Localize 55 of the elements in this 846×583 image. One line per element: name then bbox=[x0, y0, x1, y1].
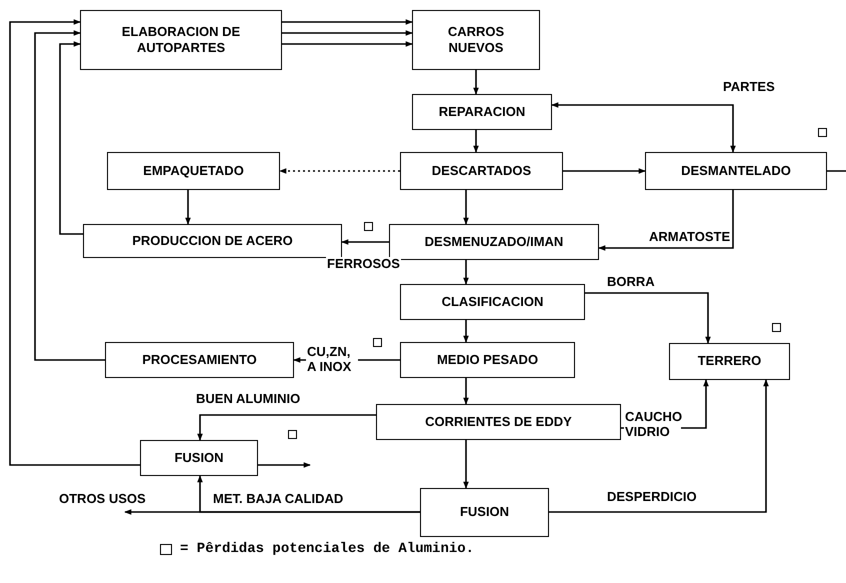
arrow bbox=[197, 475, 420, 513]
dotted-arrow bbox=[279, 168, 400, 174]
arrow bbox=[549, 379, 769, 513]
box-label: CORRIENTES DE EDDY bbox=[425, 414, 572, 430]
arrow bbox=[463, 260, 469, 285]
box-label: FUSION bbox=[460, 504, 510, 521]
process-box bbox=[105, 342, 294, 378]
arrow bbox=[341, 239, 389, 245]
arrow bbox=[282, 30, 413, 36]
arrow bbox=[258, 462, 311, 468]
box-label: FUSION bbox=[174, 450, 224, 466]
process-box bbox=[140, 440, 258, 476]
legend-text: = Pêrdidas potenciales de Aluminio. bbox=[180, 541, 474, 557]
process-box bbox=[389, 224, 599, 260]
process-box bbox=[645, 152, 827, 190]
box-label: PROCESAMIENTO bbox=[142, 352, 257, 368]
arrow bbox=[185, 190, 191, 225]
process-box bbox=[400, 342, 575, 378]
box-label: CARROS NUEVOS bbox=[446, 24, 506, 56]
arrow bbox=[473, 130, 479, 153]
arrow bbox=[282, 41, 413, 47]
process-box bbox=[400, 284, 585, 320]
process-box bbox=[420, 488, 549, 537]
arrow bbox=[197, 414, 376, 441]
arrow bbox=[473, 70, 479, 95]
arrow bbox=[59, 41, 83, 235]
box-label: PRODUCCION DE ACERO bbox=[132, 232, 293, 250]
process-box bbox=[669, 343, 790, 380]
box-label: DESMANTELADO bbox=[681, 162, 791, 180]
box-label: ELABORACION DE AUTOPARTES bbox=[120, 24, 242, 56]
box-label: REPARACION bbox=[438, 104, 526, 120]
arrow bbox=[551, 102, 736, 153]
box-label: TERRERO bbox=[698, 353, 762, 370]
process-box bbox=[412, 10, 540, 70]
process-box bbox=[80, 10, 282, 70]
box-label: DESMENUZADO/IMAN bbox=[424, 234, 564, 250]
arrow bbox=[585, 292, 711, 344]
box-label: CLASIFICACION bbox=[442, 294, 544, 310]
arrow bbox=[463, 378, 469, 405]
process-box bbox=[400, 152, 563, 190]
box-label: EMPAQUETADO bbox=[143, 162, 244, 180]
box-label: MEDIO PESADO bbox=[436, 352, 538, 368]
arrow bbox=[463, 440, 469, 489]
process-box bbox=[376, 404, 621, 440]
process-box bbox=[412, 94, 552, 130]
arrow bbox=[282, 19, 413, 25]
arrow bbox=[563, 168, 646, 174]
arrow bbox=[463, 190, 469, 225]
process-box bbox=[83, 224, 342, 258]
arrow bbox=[9, 19, 140, 466]
arrow bbox=[463, 320, 469, 343]
process-box bbox=[107, 152, 280, 190]
box-label: DESCARTADOS bbox=[432, 162, 532, 180]
arrow bbox=[34, 30, 105, 361]
arrow bbox=[598, 190, 734, 251]
